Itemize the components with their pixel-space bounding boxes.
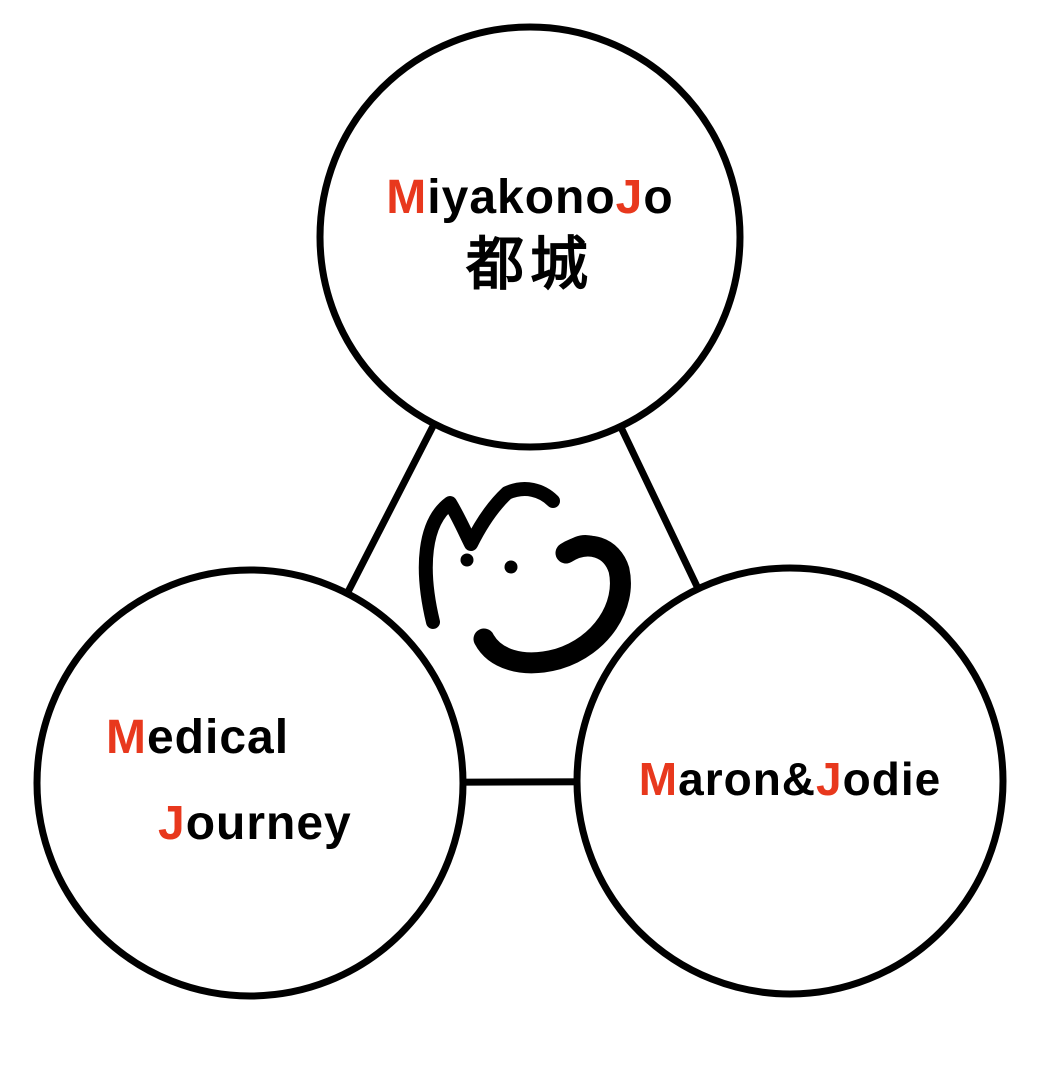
journey-initial-j: J [158, 797, 186, 850]
circle-miyakonojo [316, 23, 744, 451]
miyakonojo-english-text: MiyakonoJo [320, 170, 740, 225]
miyakonojo-initial-j: J [615, 171, 644, 224]
miyakonojo-end-text: o [643, 171, 674, 224]
mascot-head-path [418, 482, 560, 629]
circle-medical-journey [33, 566, 467, 1000]
circle-maron-jodie [573, 564, 1007, 998]
miyakonojo-mid-text: iyakono [427, 171, 616, 224]
mascot-left-eye [460, 553, 474, 567]
jodie-rest-text: odie [842, 753, 942, 805]
label-miyakonojo: MiyakonoJo 都城 [320, 170, 740, 298]
jodie-initial-j: J [816, 753, 843, 805]
mj-mascot-logo-icon [418, 482, 631, 674]
maron-mid-text: aron& [678, 753, 817, 805]
maron-initial-m: M [638, 753, 679, 805]
mascot-right-eye [504, 560, 518, 574]
label-maron-jodie: Maron&Jodie [575, 753, 1005, 806]
medical-rest-text: edical [146, 711, 290, 764]
journey-rest-text: ourney [185, 797, 352, 850]
label-journey: Journey [158, 796, 352, 851]
mascot-ear-curl-path [559, 535, 599, 560]
label-medical: Medical [106, 710, 289, 765]
miyakonojo-initial-m: M [386, 171, 428, 224]
medical-initial-m: M [106, 711, 147, 764]
miyakonojo-kanji-text: 都城 [465, 230, 594, 299]
mascot-j-swoosh-path [473, 535, 631, 674]
